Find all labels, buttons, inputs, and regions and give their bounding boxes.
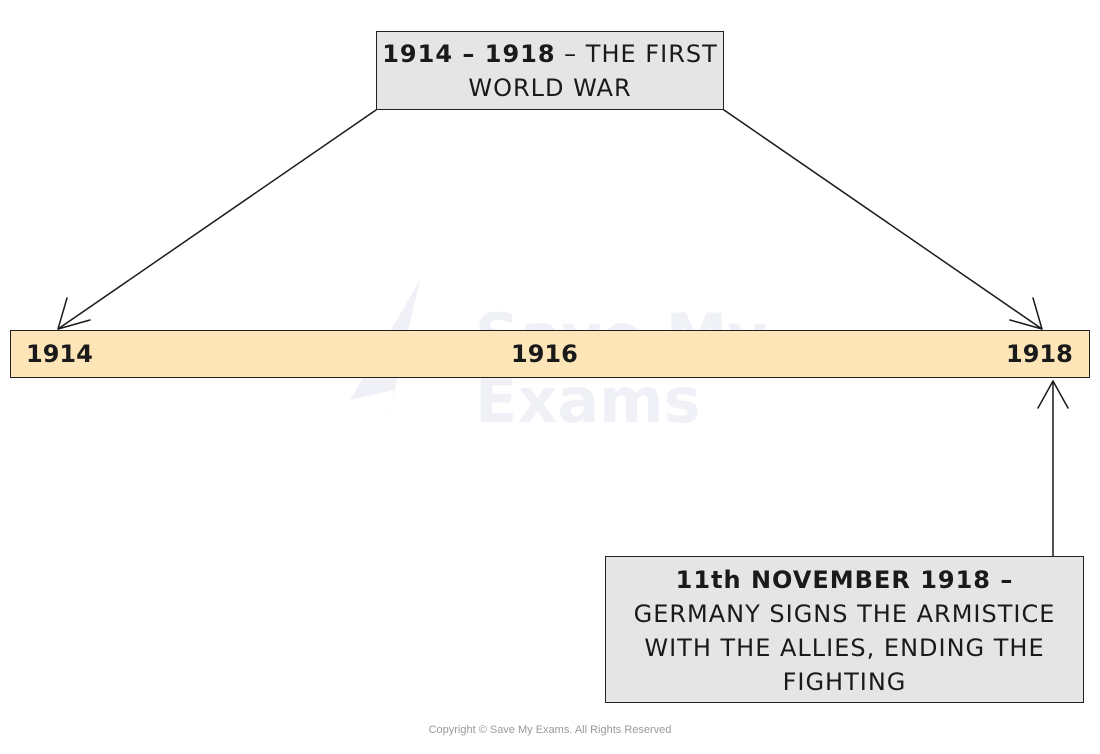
arrow-to-1914 (57, 109, 377, 330)
arrow-from-event (1037, 380, 1069, 557)
event-description: GERMANY SIGNS THE ARMISTICE WITH THE ALL… (633, 600, 1056, 696)
title-dates: 1914 – 1918 (382, 40, 556, 68)
watermark-line-2: Exams (475, 364, 701, 437)
watermark: Save My Exams (340, 280, 780, 480)
event-box: 11th NOVEMBER 1918 – GERMANY SIGNS THE A… (605, 556, 1084, 703)
year-label-start: 1914 (26, 340, 93, 368)
title-text: – THE FIRST WORLD WAR (468, 40, 718, 102)
title-box: 1914 – 1918 – THE FIRST WORLD WAR (376, 31, 724, 110)
year-label-end: 1918 (1006, 340, 1073, 368)
year-label-middle: 1916 (511, 340, 578, 368)
copyright-notice: Copyright © Save My Exams. All Rights Re… (428, 724, 672, 736)
logo-icon (350, 280, 420, 475)
event-date: 11th NOVEMBER 1918 – (675, 566, 1014, 594)
timeline-bar (10, 330, 1090, 378)
